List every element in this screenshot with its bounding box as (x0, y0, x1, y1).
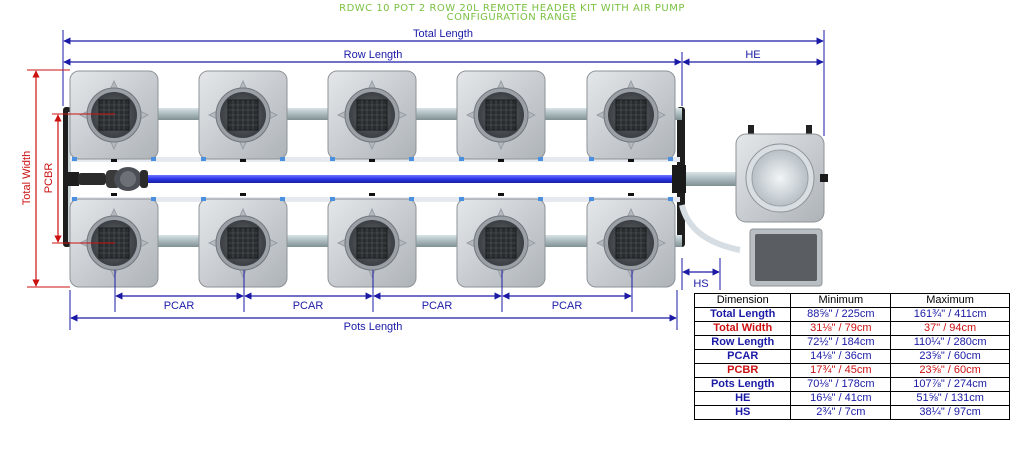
table-cell-minimum: 2¾" / 7cm (790, 405, 892, 420)
table-cell-dimension: Total Width (693, 321, 792, 336)
pot (198, 70, 288, 162)
total-length-label: Total Length (413, 28, 473, 40)
pcbr-label: PCBR (43, 163, 55, 194)
table-cell-maximum: 110¼" / 280cm (890, 335, 1010, 350)
table-cell-dimension: Pots Length (693, 377, 792, 392)
table-cell-minimum: 16⅛" / 41cm (790, 391, 892, 406)
pcar-label-2: PCAR (293, 300, 324, 312)
pot (327, 70, 417, 162)
table-header-minimum: Minimum (790, 293, 892, 308)
pot (327, 193, 417, 288)
pcar-label-4: PCAR (552, 300, 583, 312)
table-cell-minimum: 88⅝" / 225cm (790, 307, 892, 322)
table-cell-minimum: 17¾" / 45cm (790, 363, 892, 378)
table-cell-maximum: 107⅞" / 274cm (890, 377, 1010, 392)
pot (198, 193, 288, 288)
table-cell-dimension: PCBR (693, 363, 792, 378)
table-cell-maximum: 38¼" / 97cm (890, 405, 1010, 420)
table-cell-minimum: 14⅛" / 36cm (790, 349, 892, 364)
pcar-label-1: PCAR (164, 300, 195, 312)
table-cell-maximum: 23⅝" / 60cm (890, 363, 1010, 378)
table-cell-minimum: 31⅛" / 79cm (790, 321, 892, 336)
dimension-annotations (27, 30, 825, 330)
table-cell-maximum: 161¾" / 411cm (890, 307, 1010, 322)
pcar-label-3: PCAR (422, 300, 453, 312)
table-cell-dimension: HE (693, 391, 792, 406)
pot (69, 193, 159, 288)
pot (456, 70, 546, 162)
table-header-row: Dimension Minimum Maximum (693, 293, 1010, 308)
pots-length-label: Pots Length (344, 321, 403, 333)
table-header-dimension: Dimension (693, 293, 792, 308)
table-cell-minimum: 70⅛" / 178cm (790, 377, 892, 392)
total-width-label: Total Width (21, 151, 33, 205)
header-tank (735, 125, 828, 223)
table-header-maximum: Maximum (890, 293, 1010, 308)
air-line (120, 175, 680, 183)
air-pump (63, 167, 148, 191)
table-cell-dimension: Total Length (693, 307, 792, 322)
pot (586, 193, 676, 288)
row-length-label: Row Length (344, 49, 403, 61)
pot-grid (58, 70, 676, 288)
table-cell-dimension: PCAR (693, 349, 792, 364)
table-cell-maximum: 37" / 94cm (890, 321, 1010, 336)
hs-label: HS (693, 278, 708, 290)
table-cell-dimension: HS (693, 405, 792, 420)
pot (456, 193, 546, 288)
table-cell-minimum: 72½" / 184cm (790, 335, 892, 350)
table-cell-dimension: Row Length (693, 335, 792, 350)
pump-box (749, 228, 823, 287)
table-cell-maximum: 51⅝" / 131cm (890, 391, 1010, 406)
pot (586, 70, 676, 162)
header-pipe (686, 172, 738, 186)
header-junction (672, 165, 686, 193)
diagram-subtitle: CONFIGURATION RANGE (446, 12, 578, 23)
pot (69, 70, 159, 162)
diagram-title: RDWC 10 POT 2 ROW 20L REMOTE HEADER KIT … (339, 3, 685, 14)
table-cell-maximum: 23⅝" / 60cm (890, 349, 1010, 364)
he-label: HE (745, 49, 760, 61)
